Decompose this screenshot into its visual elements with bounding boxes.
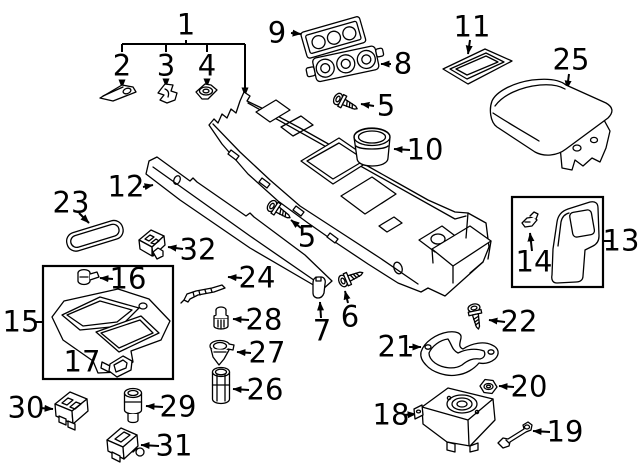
- callout-25[interactable]: 25: [552, 42, 590, 77]
- part-console-bezel-15: [51, 288, 171, 376]
- callout-8[interactable]: 8: [393, 46, 413, 81]
- part-side-trim-12: [145, 156, 333, 291]
- part-outlet-29: [123, 387, 143, 424]
- part-nut-4: [195, 83, 218, 100]
- callout-7[interactable]: 7: [312, 313, 332, 348]
- callout-30[interactable]: 30: [7, 390, 45, 425]
- part-bracket-21: [420, 331, 499, 377]
- part-clip-16: [77, 268, 100, 286]
- part-pad-23: [65, 219, 124, 252]
- part-shifter-bracket-18: [413, 387, 496, 453]
- part-console-body: [208, 91, 492, 297]
- callout-24[interactable]: 24: [238, 260, 276, 295]
- callout-16[interactable]: 16: [109, 261, 147, 296]
- part-clip-14: [521, 211, 539, 228]
- callout-27[interactable]: 27: [248, 335, 286, 370]
- part-rear-trim-13: [551, 201, 600, 284]
- part-strip-24: [180, 284, 226, 304]
- callout-2[interactable]: 2: [112, 48, 132, 83]
- callout-5-upper[interactable]: 5: [376, 88, 396, 123]
- callout-21[interactable]: 21: [377, 329, 415, 364]
- callout-28[interactable]: 28: [245, 302, 283, 337]
- part-link-rod-19: [497, 421, 533, 449]
- part-cup-insert-10: [353, 127, 391, 167]
- callout-10[interactable]: 10: [406, 132, 444, 167]
- part-tray-11: [442, 48, 513, 85]
- callout-13[interactable]: 13: [602, 223, 640, 258]
- callout-14[interactable]: 14: [515, 244, 553, 279]
- part-nut-20: [479, 378, 498, 395]
- part-bracket-3: [157, 83, 178, 104]
- callout-32[interactable]: 32: [179, 232, 217, 267]
- callout-18[interactable]: 18: [372, 397, 410, 432]
- callout-3[interactable]: 3: [156, 48, 176, 83]
- callout-17[interactable]: 17: [63, 344, 101, 379]
- callout-6[interactable]: 6: [340, 299, 360, 334]
- part-socket-27: [209, 339, 235, 366]
- part-faceplate-9: [300, 16, 367, 59]
- part-control-unit-8: [305, 45, 385, 83]
- callout-20[interactable]: 20: [510, 369, 548, 404]
- callout-4[interactable]: 4: [197, 48, 217, 83]
- callout-5-lower[interactable]: 5: [297, 219, 317, 254]
- part-screw-6: [336, 265, 366, 290]
- callout-11[interactable]: 11: [453, 9, 491, 44]
- callout-22[interactable]: 22: [500, 304, 538, 339]
- callout-12[interactable]: 12: [107, 169, 145, 204]
- callout-15[interactable]: 15: [2, 304, 40, 339]
- callout-19[interactable]: 19: [546, 414, 584, 449]
- part-clip-7: [312, 276, 326, 299]
- part-lighter-socket-26: [211, 366, 231, 405]
- callout-1[interactable]: 1: [176, 7, 196, 42]
- callout-23[interactable]: 23: [52, 185, 90, 220]
- callout-29[interactable]: 29: [159, 389, 197, 424]
- part-trim-clip-2: [99, 84, 137, 102]
- part-switch-30: [54, 391, 89, 431]
- part-clip-17: [108, 355, 133, 378]
- part-armrest-25: [489, 78, 613, 171]
- part-switch-32: [138, 229, 166, 260]
- part-switch-31: [106, 427, 145, 463]
- callout-26[interactable]: 26: [246, 372, 284, 407]
- part-screw-5-upper: [330, 90, 361, 116]
- part-button-28: [213, 306, 229, 330]
- callout-9[interactable]: 9: [267, 15, 287, 50]
- callout-31[interactable]: 31: [155, 428, 193, 463]
- part-screw-22: [466, 302, 486, 332]
